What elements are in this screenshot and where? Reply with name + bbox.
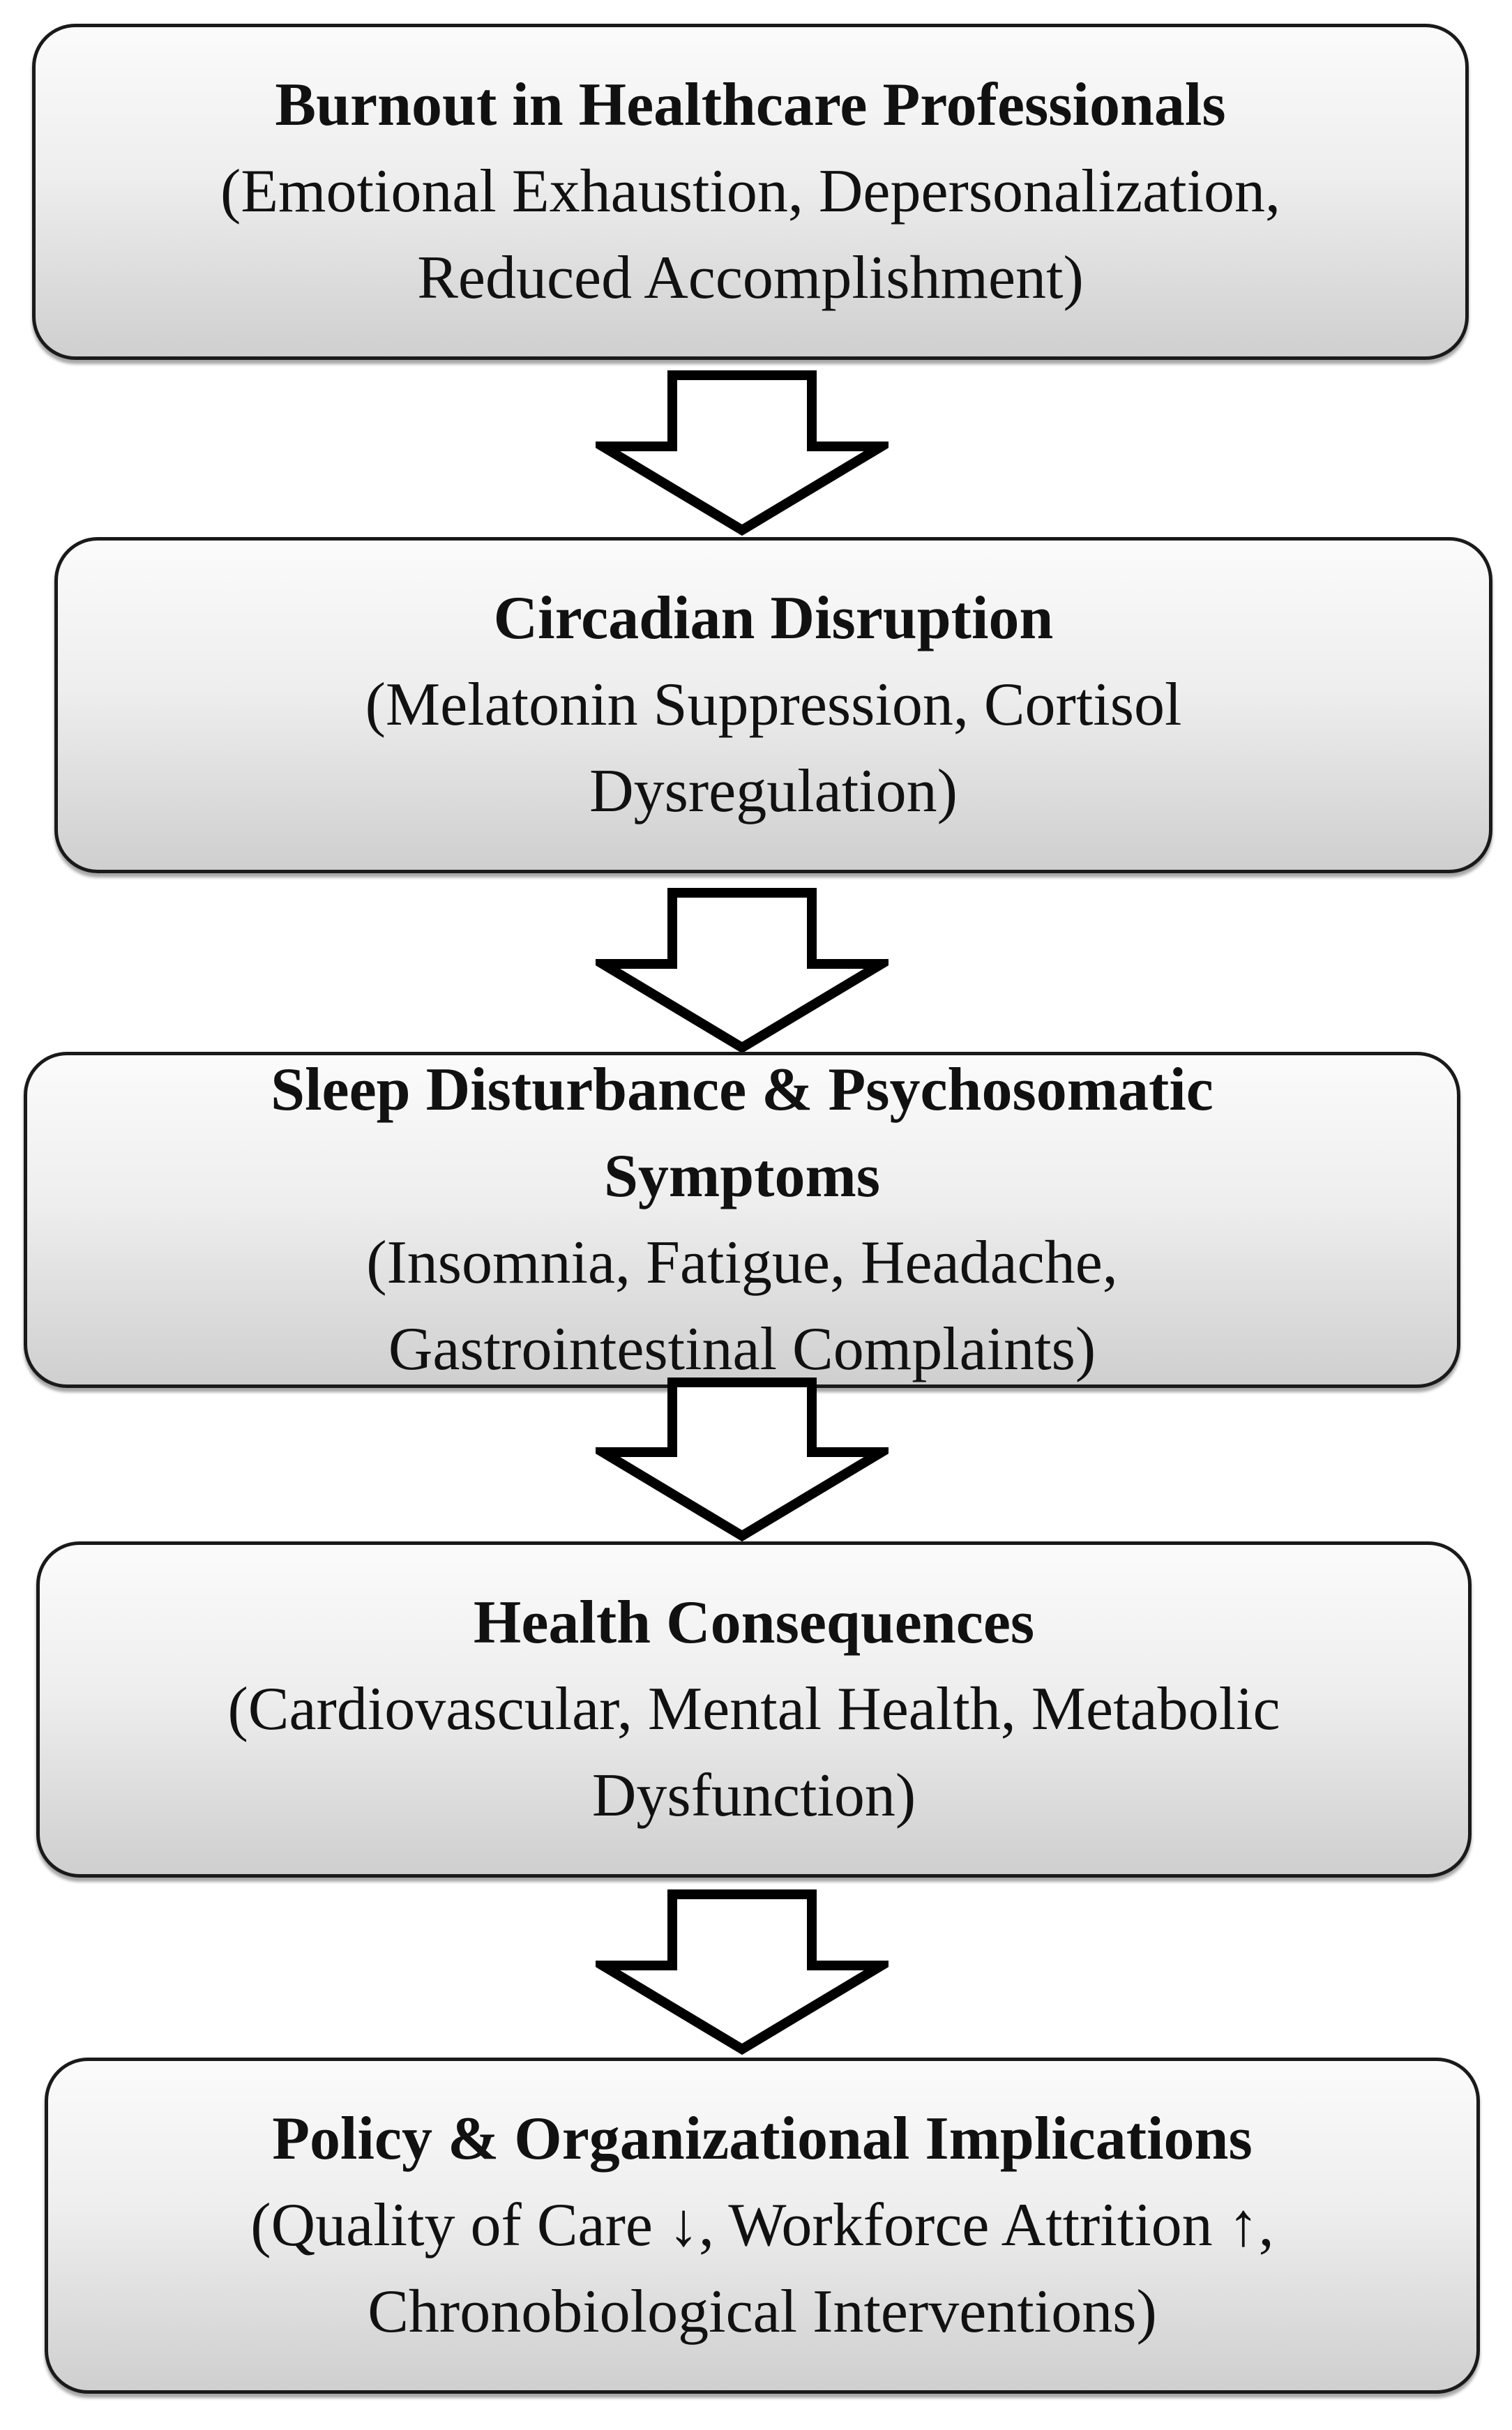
flow-box-description: Reduced Accomplishment) (417, 244, 1084, 312)
flow-box-description: (Insomnia, Fatigue, Headache, (366, 1229, 1118, 1297)
flow-box-circadian-disruption: Circadian Disruption (Melatonin Suppress… (54, 537, 1492, 873)
flow-box-sleep-disturbance: Sleep Disturbance & Psychosomatic Sympto… (24, 1052, 1460, 1388)
flow-box-title: Health Consequences (473, 1589, 1035, 1657)
down-arrow-icon (596, 370, 889, 536)
flow-box-title: Burnout in Healthcare Professionals (275, 71, 1226, 139)
flow-box-title: Policy & Organizational Implications (272, 2105, 1253, 2173)
down-arrow-icon (596, 1889, 889, 2055)
flow-box-description: (Melatonin Suppression, Cortisol (365, 671, 1182, 739)
flow-box-description: Dysfunction) (591, 1762, 916, 1829)
flow-box-description: (Quality of Care ↓, Workforce Attrition … (250, 2191, 1274, 2259)
down-arrow-icon (596, 888, 889, 1054)
flow-box-description: Dysregulation) (589, 757, 958, 825)
down-arrow-icon (596, 1378, 889, 1542)
flow-box-description: Gastrointestinal Complaints) (388, 1315, 1096, 1383)
flow-box-burnout: Burnout in Healthcare Professionals (Emo… (32, 24, 1469, 360)
flow-box-description: (Cardiovascular, Mental Health, Metaboli… (227, 1675, 1280, 1743)
flow-box-health-consequences: Health Consequences (Cardiovascular, Men… (36, 1541, 1472, 1878)
flow-box-policy-implications: Policy & Organizational Implications (Qu… (45, 2058, 1480, 2394)
flow-box-description: (Emotional Exhaustion, Depersonalization… (220, 158, 1281, 225)
flow-box-title: Circadian Disruption (493, 584, 1054, 652)
flow-box-title: Sleep Disturbance & Psychosomatic Sympto… (271, 1056, 1214, 1210)
flow-box-description: Chronobiological Interventions) (368, 2278, 1157, 2346)
